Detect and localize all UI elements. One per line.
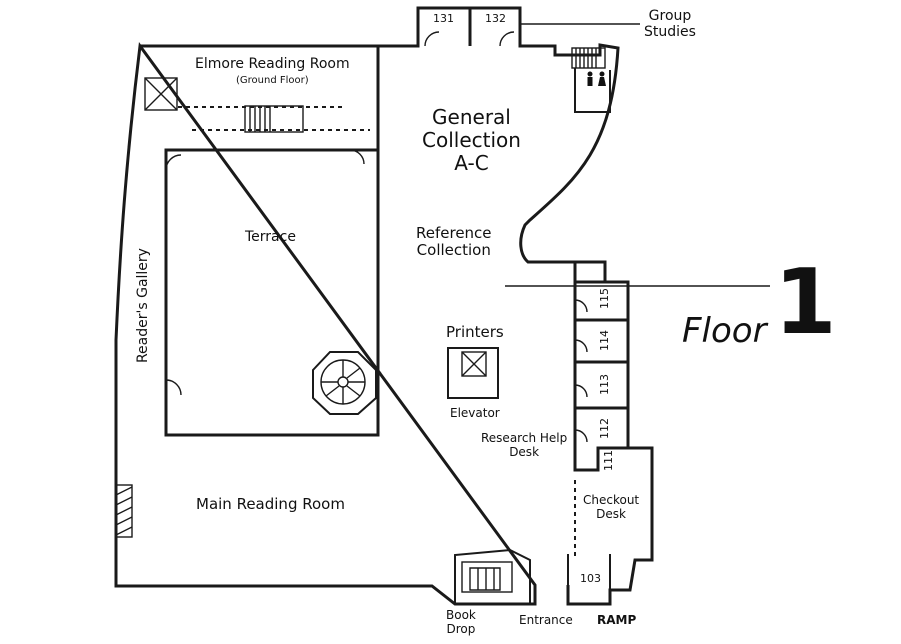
office-rooms-wall: [573, 282, 628, 472]
terrace-label: Terrace: [245, 229, 296, 245]
room-115: 115: [598, 288, 611, 309]
readers-gallery-label: Reader's Gallery: [134, 248, 151, 364]
checkout-desk-label: Checkout Desk: [583, 493, 640, 521]
floor-number: 1: [774, 250, 837, 355]
restroom-icon: [587, 71, 606, 86]
outer-wall: [114, 6, 654, 606]
room-132: 132: [485, 12, 506, 25]
elmore-room-wall: [164, 46, 380, 437]
elmore-elevator-box: [144, 77, 178, 111]
floor-word: Floor: [682, 311, 767, 351]
elmore-stairs: [244, 105, 304, 133]
room-113: 113: [598, 374, 611, 395]
elmore-reading-room-title: Elmore Reading Room: [195, 56, 350, 72]
ramp-label: RAMP: [597, 613, 637, 627]
hatched-feature: [115, 484, 133, 538]
room-114: 114: [598, 330, 611, 351]
entrance-label: Entrance: [519, 613, 573, 627]
room-111: 111: [602, 450, 615, 471]
book-drop-label: Book Drop: [446, 608, 476, 636]
research-help-desk-label: Research Help Desk: [481, 431, 568, 459]
printers-label: Printers: [446, 323, 504, 341]
room-131: 131: [433, 12, 454, 25]
main-reading-room-label: Main Reading Room: [196, 495, 345, 513]
main-elevator: [447, 347, 499, 399]
reference-collection-label: Reference Collection: [416, 224, 492, 260]
general-collection-label: General Collection A-C: [422, 105, 521, 175]
book-drop-stairs: [461, 561, 513, 593]
elmore-reading-room-subtitle: (Ground Floor): [236, 75, 309, 86]
room-112: 112: [598, 418, 611, 439]
elevator-label: Elevator: [450, 406, 500, 420]
group-studies-label: Group Studies: [644, 8, 696, 41]
room-103: 103: [580, 572, 601, 585]
